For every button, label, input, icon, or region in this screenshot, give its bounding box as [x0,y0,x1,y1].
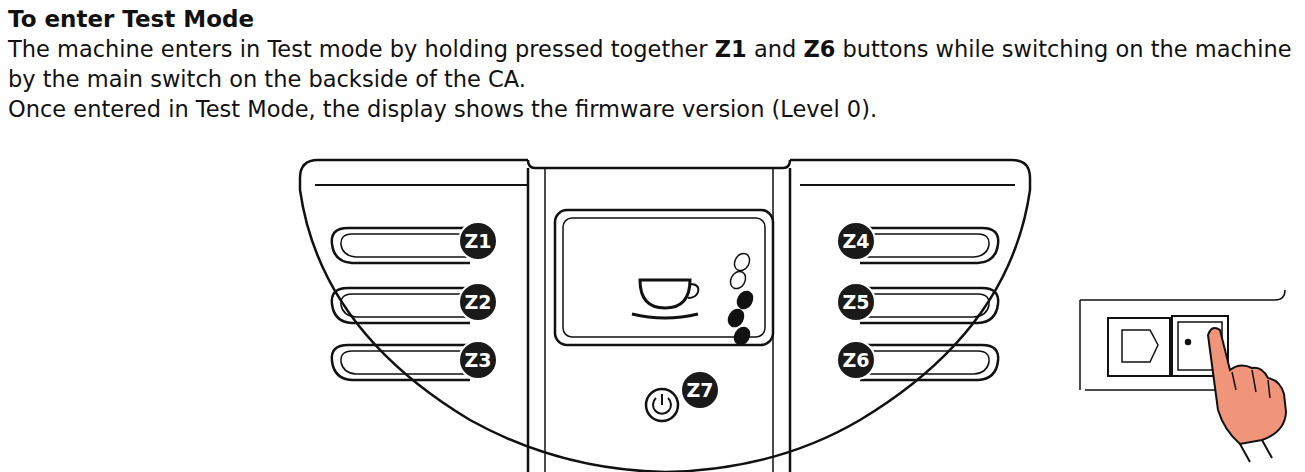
heading: To enter Test Mode [8,4,1300,34]
callout-circle: Z2 [458,282,498,322]
callout-number: Z3 [465,350,492,370]
instruction-text: Once entered in Test Mode, the display s… [8,94,1300,124]
instruction-text: Z6 [803,36,835,62]
callout-circle: Z4 [836,221,876,261]
paragraph: The machine enters in Test mode by holdi… [8,34,1300,94]
callout-circle: Z1 [458,221,498,261]
callout-circle: Z5 [836,282,876,322]
instruction-text: The machine enters in Test mode by holdi… [8,36,708,62]
callout-circle: Z6 [836,340,876,380]
instruction-text: Z1 [715,36,747,62]
callout-number: Z1 [465,231,492,251]
callout-circle: Z3 [458,340,498,380]
callout-circle: Z7 [680,370,720,410]
instruction-text: and [754,36,796,62]
callout-number: Z5 [843,292,870,312]
callout-number: Z6 [843,350,870,370]
callout-number: Z7 [687,380,714,400]
callout-number: Z2 [465,292,492,312]
callout-number: Z4 [843,231,870,251]
